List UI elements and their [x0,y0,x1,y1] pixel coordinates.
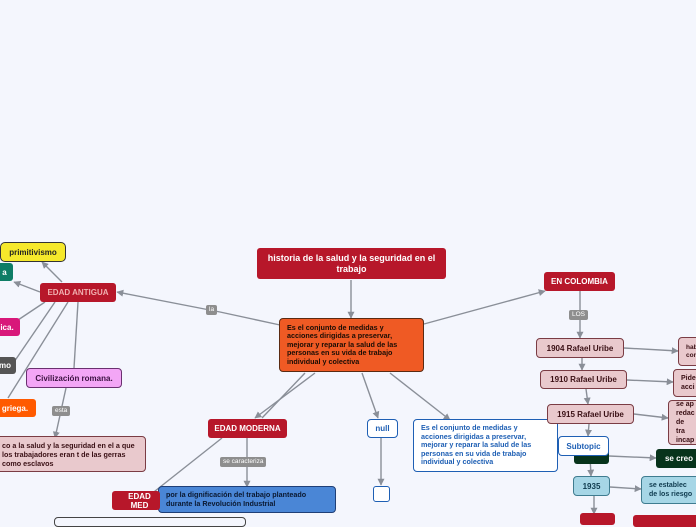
link-central-modern [254,372,316,419]
bottom-red-node[interactable] [580,513,615,525]
dignificacion-node[interactable]: por la dignificación del trabajo plantea… [158,486,336,513]
riesgos-node[interactable]: se establec de los riesgo [641,476,696,504]
hab-node[interactable]: hab con [678,337,696,366]
bottom-red-node-2[interactable] [633,515,696,527]
link-ancient-romana [73,301,79,369]
link-1904-hab [623,347,679,355]
link-modern-medieval [149,437,223,496]
magenta-node[interactable]: ica. [0,318,20,336]
link-1910-1915 [583,388,591,405]
link-central-colombia [423,289,546,325]
link-central-definition [389,372,451,421]
null-node[interactable]: null [367,419,398,438]
map-title[interactable]: historia de la salud y la seguridad en e… [257,248,446,279]
central-topic[interactable]: Es el conjunto de medidas y acciones dir… [279,318,424,372]
sea-node[interactable]: se ap redac de tra incap [668,400,696,445]
primitivismo[interactable]: primitivismo [0,242,66,262]
uribe-1915[interactable]: 1915 Rafael Uribe [547,404,634,424]
link-central-modern-2 [261,372,306,419]
edad-antigua[interactable]: EDAD ANTIGUA [40,283,116,302]
relation-la: la [206,305,218,315]
edad-media[interactable]: EDAD MED [112,491,160,510]
relation-los: LOS [569,310,589,320]
link-subtopic-secreo [608,454,657,462]
link-1915-sea [633,413,669,421]
en-colombia[interactable]: EN COLOMBIA [544,272,615,291]
pide-node[interactable]: Pide acci [673,369,696,397]
year-1935[interactable]: 1935 [573,476,610,496]
griega-node[interactable]: griega. [0,399,36,417]
link-ancient-magenta [14,301,46,323]
empty-node[interactable] [373,486,390,502]
relation-esta: esta [52,406,71,416]
definition-node[interactable]: Es el conjunto de medidas y acciones dir… [413,419,558,472]
link-ancient-grey [13,301,56,363]
edad-moderna[interactable]: EDAD MODERNA [208,419,287,438]
link-central-null [361,372,380,419]
link-ancient-griega [7,301,69,399]
relation-se-caracteriza: se caracteriza [220,457,267,467]
uribe-1904[interactable]: 1904 Rafael Uribe [536,338,624,358]
se-creo-node[interactable]: se creo [656,449,696,468]
link-ancient-primitivismo [41,261,63,283]
slavery-node[interactable]: co a la salud y la seguridad en el a que… [0,436,146,472]
link-1935-riesgos [609,485,642,493]
grey-node[interactable]: mo [0,357,16,374]
link-1915-subtopic [585,423,593,437]
partial-node-bottom[interactable] [54,517,246,527]
link-1910-pide [626,378,674,386]
link-central-ancient [116,289,281,326]
uribe-1910[interactable]: 1910 Rafael Uribe [540,370,627,389]
teal-node[interactable]: a [0,263,13,281]
civilizacion-romana[interactable]: Civilización romana. [26,368,122,388]
link-ancient-teal [13,280,41,293]
subtopic-node[interactable]: Subtopic [558,436,609,456]
